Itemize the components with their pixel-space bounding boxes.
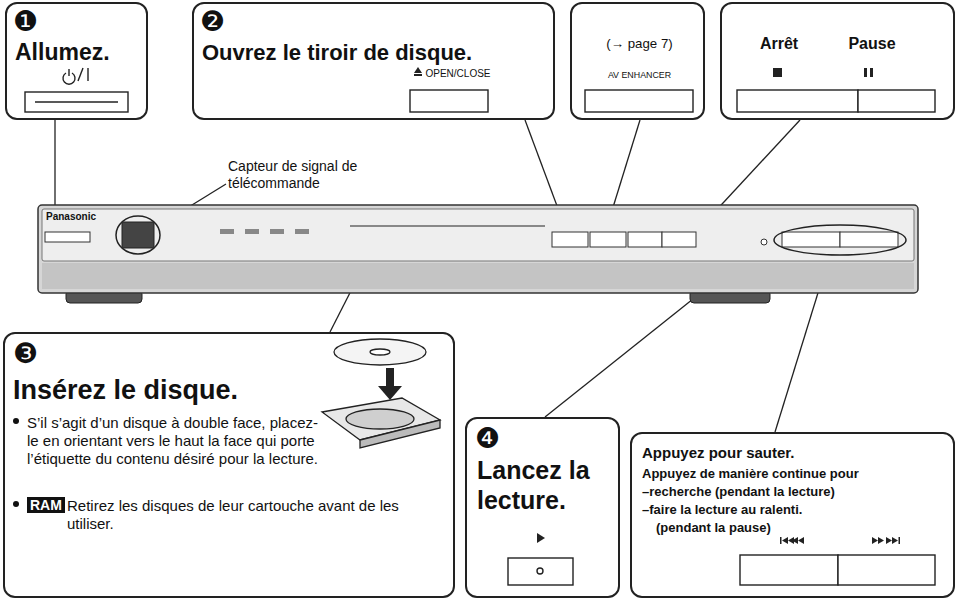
button-icons: [858, 90, 935, 112]
brand-logo: Panasonic: [46, 211, 126, 223]
disc-type: RAM: [27, 497, 65, 515]
dvd-player: [774, 225, 906, 255]
button-name: OPEN/CLOSE: [423, 68, 493, 80]
button-icons: [780, 537, 900, 544]
button-icons: [25, 92, 128, 112]
button-icons: [414, 74, 422, 76]
step-title: Allumez.: [15, 39, 145, 67]
button-icons: [537, 568, 543, 574]
dvd-player: [245, 229, 259, 234]
instruction-text: (pendant la pause): [656, 520, 946, 536]
button-icons: [838, 555, 935, 585]
dvd-player: [782, 232, 840, 247]
step-title: Lancez la lecture.: [477, 455, 615, 515]
note-text: Retirez les disques de leur cartouche av…: [67, 497, 437, 533]
instruction-text: –recherche (pendant la lecture): [642, 484, 947, 500]
note-text: S’il s’agit d’un disque à double face, p…: [27, 414, 319, 468]
callout-box: (→ page 7) AV ENHANCER: [570, 2, 705, 120]
button-icons: [585, 90, 693, 112]
instruction-text: –faire la lecture au ralenti.: [642, 502, 947, 518]
button-icons: [878, 537, 884, 544]
dvd-player: [45, 232, 90, 242]
button-icons: [410, 90, 488, 112]
callout-number: ❹: [475, 425, 515, 453]
button-icons: [740, 555, 838, 585]
button-icons: [87, 68, 88, 81]
button-icons: [780, 537, 782, 544]
dvd-player: [38, 205, 918, 293]
bullet-dot: [13, 418, 19, 424]
callout-box: Appuyez pour sauter. Appuyez de manière c…: [630, 432, 955, 598]
button-icons: [537, 533, 545, 543]
dvd-player: [38, 205, 918, 303]
button-icons: [414, 67, 422, 73]
dvd-player: [42, 209, 914, 261]
button-icons: [792, 537, 798, 544]
button-name: Arrêt: [739, 34, 819, 53]
button-name: AV ENHANCER: [574, 70, 705, 81]
button-icons: [870, 68, 873, 77]
callout-box: ❶ Allumez.: [5, 2, 148, 120]
dvd-player: [662, 232, 696, 247]
callout-number: ❷: [200, 8, 240, 36]
button-icons: [773, 68, 782, 77]
button-icons: [899, 537, 901, 544]
disc-illustration: [386, 368, 394, 386]
step-title: Ouvrez le tiroir de disque.: [202, 40, 550, 66]
button-name: Pause: [832, 34, 912, 53]
instruction-text: Appuyez pour sauter.: [642, 444, 947, 462]
dvd-player: [552, 232, 588, 247]
dvd-player: [840, 232, 898, 247]
dvd-player: [628, 232, 662, 247]
dvd-player: [270, 229, 284, 234]
dvd-player: [42, 263, 914, 289]
instruction-text: Appuyez de manière continue pour: [642, 466, 947, 482]
button-icons: [68, 69, 69, 76]
bullet-dot: [13, 501, 19, 507]
button-icons: [78, 68, 83, 81]
callout-number: ❸: [13, 340, 53, 368]
disc-illustration: [370, 349, 390, 355]
button-icons: [508, 558, 573, 585]
button-icons: [798, 537, 804, 544]
dvd-player: [295, 229, 309, 234]
dvd-player: [761, 239, 767, 245]
bullet-dot: [13, 418, 19, 507]
button-icons: [782, 537, 788, 544]
callout-number: ❶: [13, 8, 53, 36]
disc-illustration: [322, 339, 440, 448]
callout-box: ❹Lancez la lecture.: [465, 417, 620, 598]
step-title: Insérez le disque.: [13, 374, 343, 406]
disc-illustration: [346, 409, 414, 429]
disc-illustration: [334, 339, 426, 365]
callout-box: Arrêt Pause: [720, 2, 955, 120]
button-icons: [872, 537, 878, 544]
dvd-player: [116, 216, 160, 254]
dvd-player: [350, 225, 545, 227]
dvd-player: [220, 229, 234, 234]
dvd-player: [590, 232, 626, 247]
dvd-player: [122, 222, 154, 248]
page-reference: (→ page 7): [574, 36, 705, 52]
callout-label: Capteur de signal de télécommande: [228, 158, 378, 192]
button-icons: [737, 90, 858, 112]
callout-box: ❷ Ouvrez le tiroir de disque. OPEN/CLOSE: [192, 2, 555, 120]
button-icons: [886, 537, 892, 544]
badge-text: RAM: [27, 497, 65, 513]
disc-illustration: [322, 398, 440, 440]
button-icons: [35, 101, 118, 102]
button-icons: [892, 537, 898, 544]
disc-illustration: [378, 386, 402, 400]
button-icons: [864, 68, 867, 77]
callout-box: ❸ Insérez le disque. S’il s’agit d’un disq…: [3, 332, 455, 598]
